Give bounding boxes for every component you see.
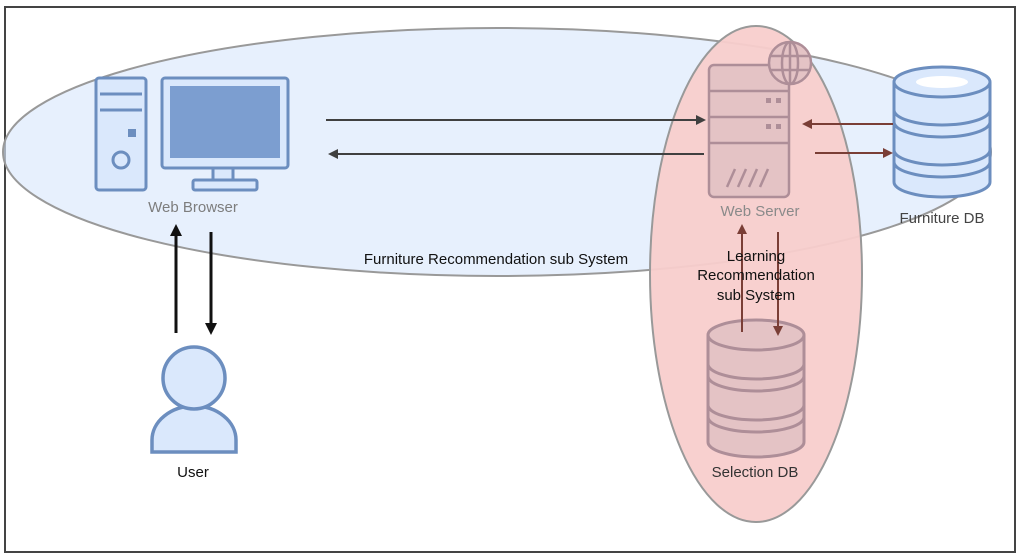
server-icon [707,63,791,199]
web-browser-label: Web Browser [148,199,238,216]
database-icon [706,318,806,459]
user-label: User [177,464,209,481]
learning-subsystem-label-line3: sub System [717,287,795,304]
learning-subsystem-ellipse [649,25,863,523]
furniture-db-label: Furniture DB [899,210,984,227]
web-server-label: Web Server [721,203,800,220]
desktop-computer-icon [94,76,290,192]
globe-icon [767,40,813,86]
diagram-frame [4,6,1016,553]
user-icon [150,345,238,454]
learning-subsystem-label-line1: Learning [727,248,785,265]
learning-subsystem-label-line2: Recommendation [697,267,815,284]
furniture-subsystem-label: Furniture Recommendation sub System [364,251,628,268]
database-icon [892,65,992,199]
selection-db-label: Selection DB [712,464,799,481]
